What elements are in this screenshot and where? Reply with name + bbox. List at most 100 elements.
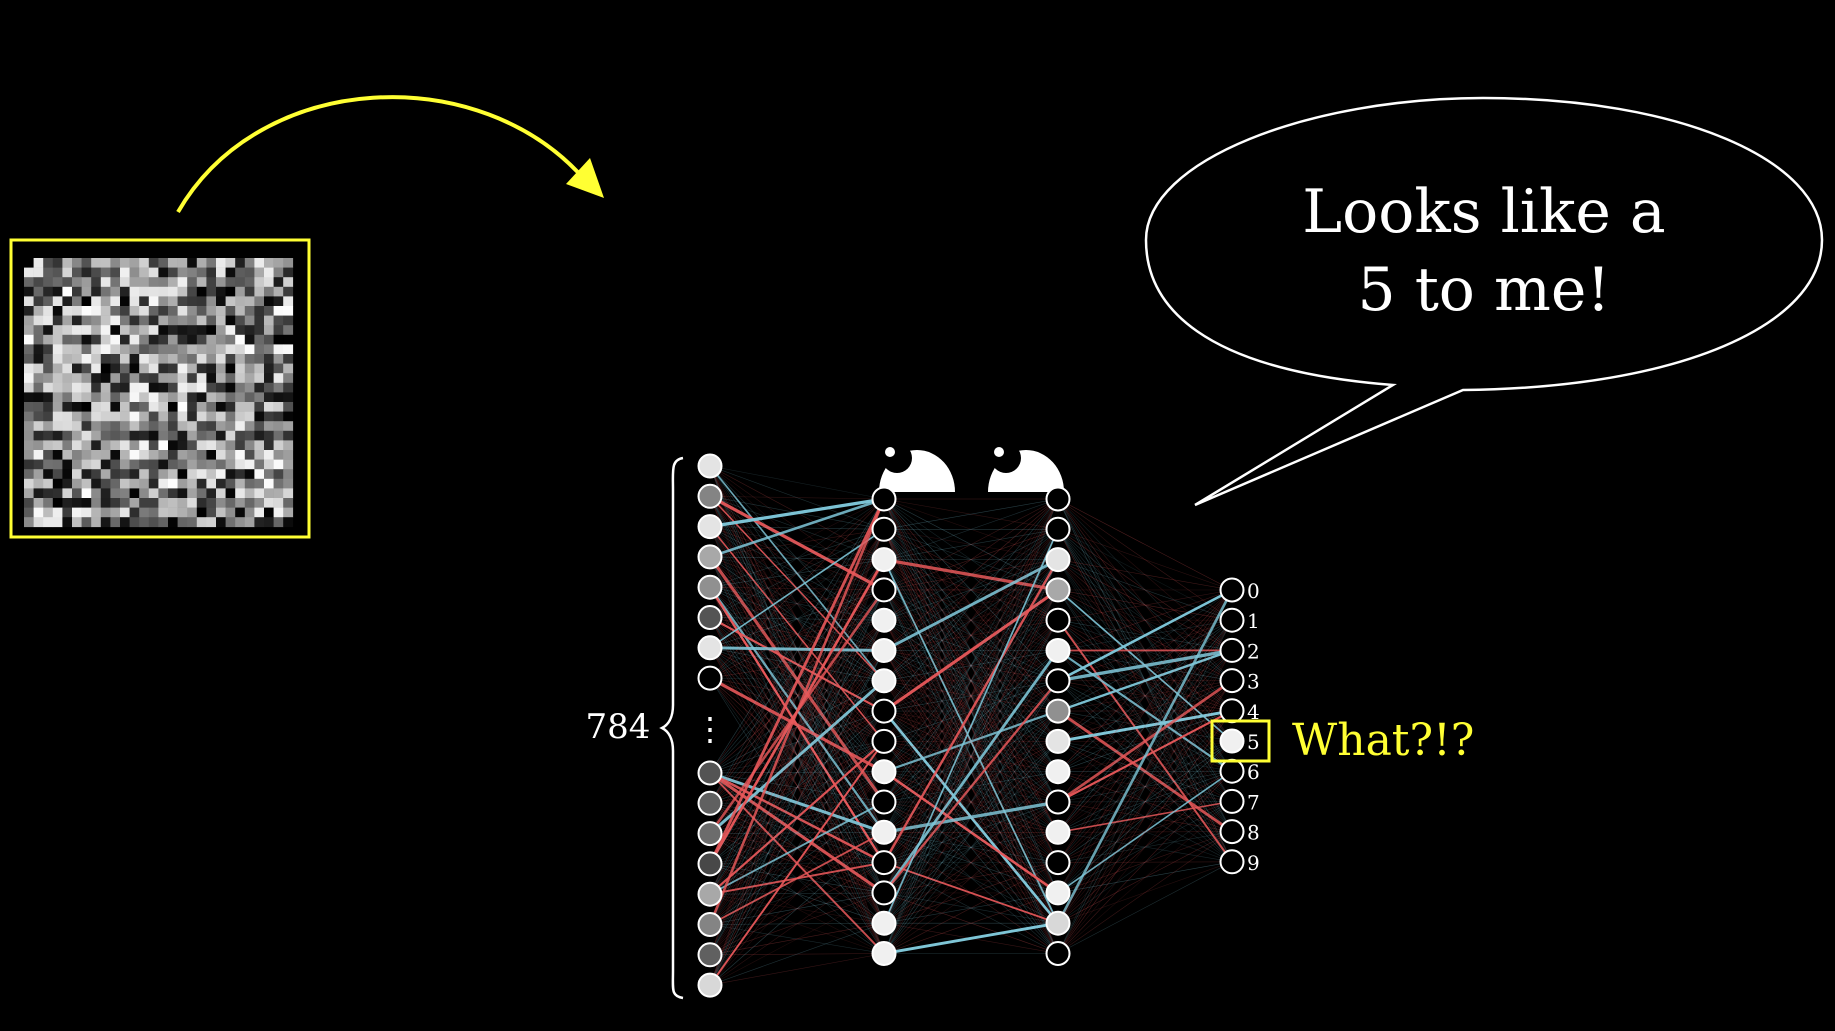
weight-edge <box>709 619 885 774</box>
noise-input-image <box>9 238 311 539</box>
weight-edge <box>709 617 885 621</box>
noise-pixel <box>72 334 82 345</box>
weight-edge <box>1057 709 1233 743</box>
noise-pixel <box>139 440 150 451</box>
weight-edge <box>1057 498 1233 651</box>
weight-edge <box>1057 619 1233 742</box>
noise-pixel <box>72 392 82 403</box>
weight-edge <box>883 892 1059 954</box>
weight-edge <box>883 529 1059 560</box>
noise-pixel <box>244 392 255 403</box>
weight-edge <box>883 921 1059 955</box>
weight-edge <box>709 498 885 774</box>
weight-edge <box>1057 589 1233 772</box>
noise-pixel <box>139 277 150 288</box>
noise-pixel <box>283 373 294 384</box>
noise-pixel <box>264 469 274 480</box>
weight-edge <box>1057 529 1233 651</box>
weight-edge <box>709 497 885 529</box>
noise-pixel <box>206 296 217 307</box>
noise-pixel <box>120 459 130 470</box>
noise-pixel <box>81 459 92 470</box>
output-digit-label: 4 <box>1247 700 1260 724</box>
noise-pixel <box>177 267 188 278</box>
noise-pixel <box>187 325 198 336</box>
weight-edge <box>883 619 1059 651</box>
noise-pixel <box>264 315 274 326</box>
input-neuron <box>697 972 723 998</box>
weight-edge <box>883 498 1059 682</box>
noise-pixel <box>254 344 265 355</box>
noise-pixel <box>264 421 274 432</box>
weight-edge <box>883 528 1059 924</box>
weight-edge <box>709 620 885 865</box>
noise-pixel <box>235 363 246 374</box>
noise-pixel <box>225 344 236 355</box>
weight-edge <box>883 650 1059 833</box>
noise-pixel <box>110 402 121 412</box>
noise-pixel <box>81 421 92 432</box>
noise-pixel <box>235 267 246 278</box>
noise-pixel <box>110 421 121 432</box>
noise-pixel <box>33 267 44 278</box>
noise-pixel <box>264 392 274 403</box>
noise-pixel <box>100 286 111 297</box>
noise-pixel <box>139 382 150 393</box>
hidden-1-neuron <box>871 638 897 663</box>
noise-pixel <box>148 392 159 403</box>
weight-edge <box>709 922 885 986</box>
weight-edge <box>883 559 1059 924</box>
noise-pixel <box>52 286 63 297</box>
noise-pixel <box>187 373 198 384</box>
noise-pixel <box>283 296 294 307</box>
noise-pixel <box>120 440 130 451</box>
weight-edge <box>883 529 1059 591</box>
weight-edge <box>1057 619 1233 712</box>
noise-pixel <box>244 488 255 499</box>
noise-pixel <box>168 507 178 518</box>
noise-pixel <box>91 440 102 451</box>
noise-pixel <box>81 469 92 480</box>
noise-pixel <box>148 382 159 393</box>
noise-pixel <box>148 373 159 384</box>
curved-arrow-icon <box>176 95 604 214</box>
noise-pixel <box>216 277 226 288</box>
noise-pixel <box>283 421 294 432</box>
noise-pixel <box>100 440 111 451</box>
noise-pixel <box>148 440 159 451</box>
noise-pixel <box>129 315 140 326</box>
weight-edge <box>883 741 1059 954</box>
weight-edge <box>883 710 1059 803</box>
noise-pixel <box>52 267 63 278</box>
weight-edge <box>709 680 885 804</box>
noise-pixel <box>43 373 54 384</box>
noise-pixel <box>158 373 169 384</box>
hidden-2-neuron <box>1045 789 1071 815</box>
noise-pixel <box>43 517 54 528</box>
weight-edge <box>883 710 1059 924</box>
weight-edge <box>1057 680 1233 742</box>
noise-pixel <box>52 363 63 374</box>
noise-pixel <box>129 488 140 499</box>
weight-edge <box>709 496 885 621</box>
weight-edge <box>1057 680 1233 894</box>
noise-pixel <box>244 498 255 508</box>
weight-edge <box>709 529 885 804</box>
output-neuron <box>1219 668 1245 694</box>
noise-pixel <box>100 402 111 412</box>
noise-pixel <box>24 258 34 268</box>
weight-edge <box>709 892 885 986</box>
weight-edge <box>709 589 885 679</box>
weight-edge <box>709 647 885 742</box>
weight-edge <box>709 559 885 925</box>
noise-pixel <box>43 354 54 364</box>
weight-edge <box>883 589 1059 924</box>
noise-pixel <box>158 421 169 432</box>
noise-pixel <box>120 258 130 268</box>
noise-pixel <box>283 430 294 441</box>
noise-pixel <box>225 382 236 393</box>
hidden-1-neuron <box>871 910 897 936</box>
noise-pixel <box>120 411 130 422</box>
weight-edge <box>883 650 1059 742</box>
weight-edge <box>709 586 885 621</box>
